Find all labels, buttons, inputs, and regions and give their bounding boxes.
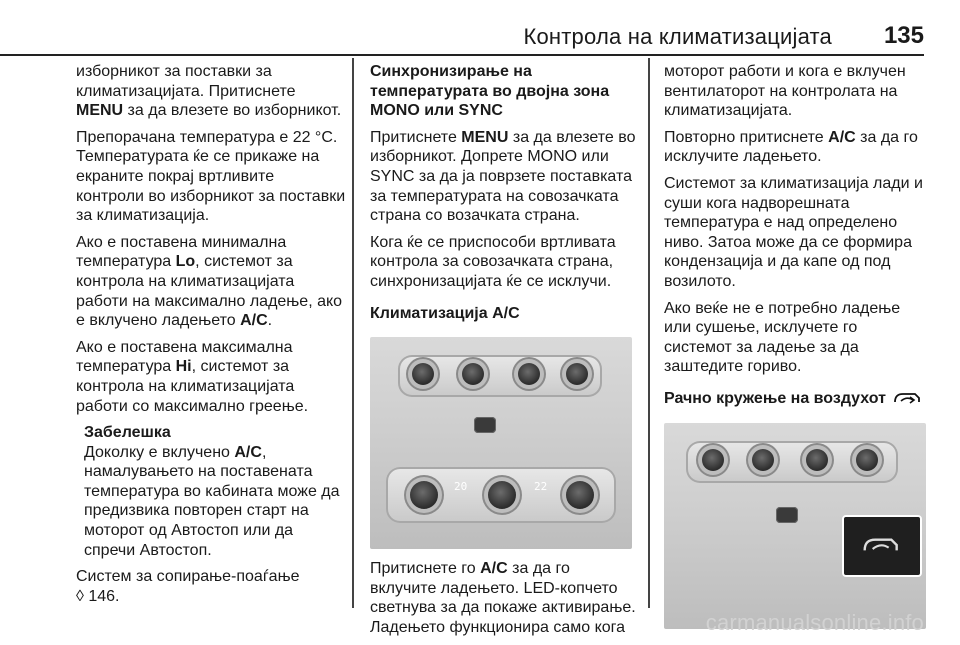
ac-keyword: A/C <box>234 443 262 461</box>
page-header: Контрола на климатизацијата 135 <box>0 0 960 58</box>
paragraph: Ако е поставена максимална температура H… <box>76 338 309 415</box>
dial-knob <box>566 363 588 386</box>
page-number: 135 <box>883 22 924 49</box>
note-text: Доколку е вклучено A/C, намалувањето на … <box>84 443 340 559</box>
switch-button <box>776 506 798 523</box>
ac-keyword: A/C <box>480 560 508 578</box>
recirculation-figure <box>664 422 926 629</box>
dial-knob <box>462 363 484 386</box>
page-title: Контрола на климатизацијата <box>523 24 832 49</box>
subheading: Климатизација A/C <box>370 304 520 322</box>
note-box: Забелешка Доколку е вклучено A/C, намалу… <box>84 423 346 560</box>
switch-button <box>474 417 496 434</box>
lo-keyword: Lo <box>175 253 196 271</box>
column-divider-2 <box>648 58 650 608</box>
note-title: Забелешка <box>84 424 171 442</box>
dial-knob <box>856 448 878 471</box>
column-2: Синхронизирање на температурата во двојн… <box>370 62 640 645</box>
fan-knob <box>488 481 516 510</box>
column-divider-1 <box>352 58 354 608</box>
paragraph: Систем за сопирање-поаѓање◊ 146. <box>76 568 300 605</box>
hi-keyword: Hi <box>175 358 192 376</box>
left-temperature-display: 20 <box>454 480 468 494</box>
column-3: моторот работи и кога е вклучен вентилат… <box>664 62 926 629</box>
paragraph: Препорачана температура е 22 °C. Темпера… <box>76 128 346 225</box>
paragraph: Ако е поставена минимална температура Lo… <box>76 233 343 330</box>
recirculation-icon <box>863 537 898 550</box>
paragraph: Повторно притиснете A/C за да го исклучи… <box>664 128 918 166</box>
right-temperature-display: 22 <box>534 480 548 494</box>
paragraph: изборникот за поставки за климатизацијат… <box>76 63 342 120</box>
paragraph: Кога ќе се приспособи вртливата контрола… <box>370 233 616 290</box>
climate-control-figure: 20 22 <box>370 337 632 550</box>
menu-keyword: MENU <box>461 128 509 146</box>
paragraph: Притиснете го A/C за да го вклучите ладе… <box>370 560 636 636</box>
recirculation-callout <box>842 514 922 577</box>
section-heading: Синхронизирање на температурата во двојн… <box>370 63 610 120</box>
page-reference-link[interactable]: ◊ 146. <box>76 587 120 605</box>
subheading: Рачно кружење на воздухот <box>664 389 926 409</box>
column-1: изборникот за поставки за климатизацијат… <box>76 62 346 613</box>
dial-knob <box>702 448 724 471</box>
recirculation-icon <box>894 393 921 404</box>
ac-keyword: A/C <box>828 128 856 146</box>
watermark: carmanualsonline.info <box>705 610 924 635</box>
paragraph: Притиснете MENU за да влезете во изборни… <box>370 128 636 225</box>
header-rule <box>0 54 924 56</box>
left-temperature-knob <box>410 481 438 510</box>
right-temperature-knob <box>566 481 594 510</box>
menu-keyword: MENU <box>76 102 124 120</box>
dial-knob <box>752 448 774 471</box>
paragraph: Ако веќе не е потребно ладење или сушење… <box>664 299 901 376</box>
dial-knob <box>412 363 434 386</box>
paragraph: моторот работи и кога е вклучен вентилат… <box>664 63 906 120</box>
dial-knob <box>518 363 540 386</box>
paragraph: Системот за климатизација лади и суши ко… <box>664 174 923 290</box>
ac-keyword: A/C <box>240 312 268 330</box>
dial-knob <box>806 448 828 471</box>
